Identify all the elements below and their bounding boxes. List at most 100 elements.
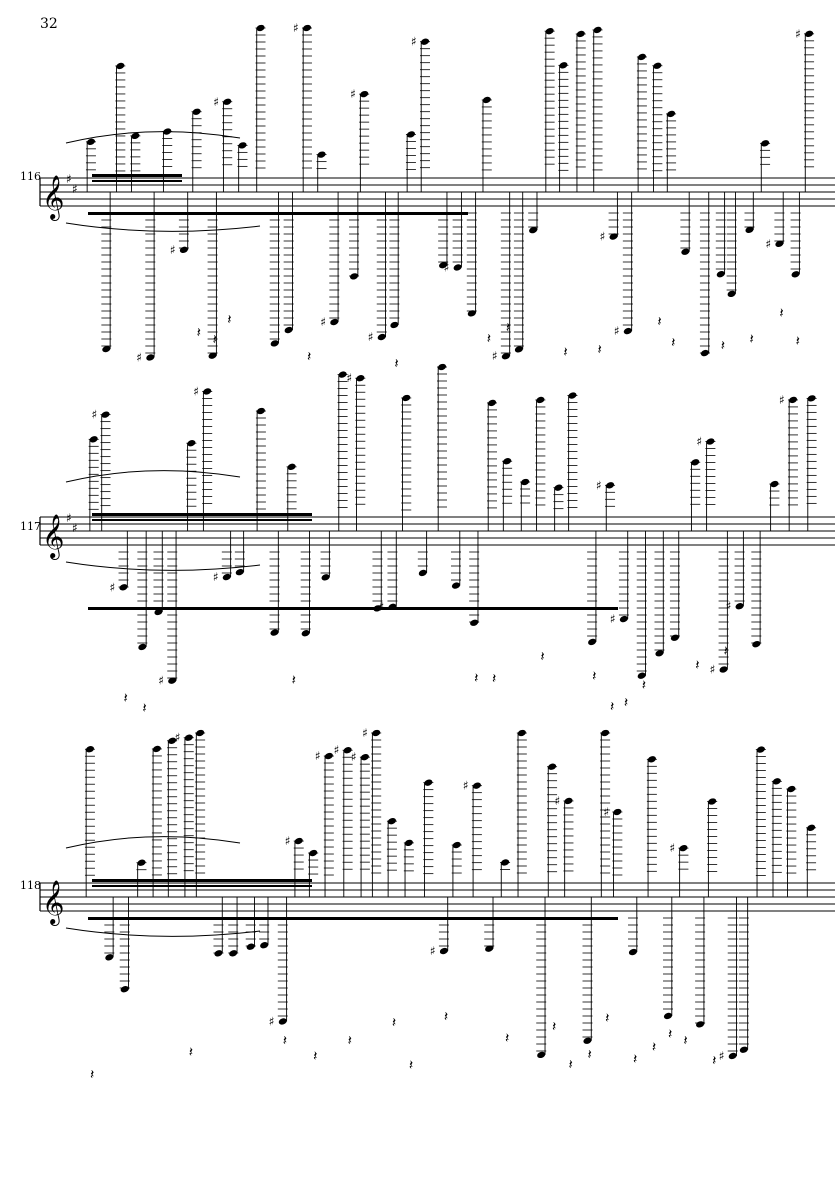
note-head (179, 246, 188, 254)
sharp-icon: ♯ (600, 230, 606, 244)
note-head (452, 841, 461, 849)
beam (92, 180, 182, 182)
note-head (131, 132, 140, 140)
note-head (146, 354, 155, 361)
note-head (154, 608, 163, 616)
note-head (105, 954, 114, 961)
note-head (437, 363, 447, 371)
measure-number-118: 118 (20, 879, 41, 892)
note-head (770, 480, 779, 488)
note-head (670, 634, 680, 641)
note-head (284, 326, 293, 334)
note-head (424, 779, 433, 786)
note-head (537, 1051, 546, 1059)
note-head (756, 746, 765, 753)
quarter-rest-icon: 𝄽 (392, 1015, 396, 1031)
note-head (735, 603, 744, 610)
quarter-rest-icon: 𝄽 (492, 671, 496, 687)
treble-clef-icon: 𝄞 (42, 880, 64, 926)
note-head (246, 943, 255, 950)
note-head (529, 226, 538, 234)
note-head (739, 1046, 748, 1053)
treble-clef-icon: 𝄞 (42, 514, 64, 560)
note-head (637, 672, 646, 679)
quarter-rest-icon: 𝄽 (292, 672, 296, 688)
sharp-icon: ♯ (346, 371, 352, 385)
quarter-rest-icon: 𝄽 (671, 335, 675, 351)
quarter-rest-icon: 𝄽 (552, 1019, 556, 1035)
quarter-rest-icon: 𝄽 (197, 325, 201, 341)
quarter-rest-icon: 𝄽 (505, 1030, 509, 1046)
note-head (619, 615, 628, 623)
sharp-icon: ♯ (350, 87, 356, 101)
note-head (514, 346, 523, 353)
quarter-rest-icon: 𝄽 (313, 1048, 317, 1064)
slur (65, 131, 241, 144)
note-head (301, 630, 310, 637)
note-head (700, 349, 710, 357)
quarter-rest-icon: 𝄽 (540, 649, 544, 665)
note-head (791, 271, 800, 278)
note-head (85, 746, 95, 753)
quarter-rest-icon: 𝄽 (779, 306, 783, 322)
note-head (470, 619, 479, 626)
notation-marks: 𝄞♯♯♯♯𝄽𝄽♯𝄽♯𝄽♯♯♯𝄽♯♯𝄽♯𝄽𝄽𝄽♯♯𝄽𝄽𝄽𝄽♯𝄽𝄽♯𝄞♯♯♯♯𝄽𝄽♯… (42, 21, 817, 1083)
quarter-rest-icon: 𝄽 (624, 695, 628, 711)
quarter-rest-icon: 𝄽 (605, 1010, 609, 1026)
quarter-rest-icon: 𝄽 (592, 669, 596, 685)
note-head (696, 1021, 705, 1028)
note-head (168, 677, 177, 684)
note-head (137, 859, 146, 866)
note-head (222, 573, 231, 581)
note-head (691, 459, 700, 466)
sharp-icon: ♯ (136, 350, 142, 364)
note-head (270, 340, 279, 347)
note-head (613, 808, 622, 816)
sharp-icon: ♯ (430, 944, 436, 958)
note-head (628, 948, 638, 956)
note-head (681, 248, 690, 255)
note-head (775, 240, 784, 247)
note-head (760, 140, 770, 147)
note-head (576, 30, 585, 38)
note-head (187, 440, 196, 447)
note-head (101, 411, 110, 418)
quarter-rest-icon: 𝄽 (633, 1052, 637, 1068)
note-head (536, 396, 545, 404)
note-head (788, 396, 798, 404)
slur (65, 222, 261, 232)
sharp-icon: ♯ (170, 243, 176, 257)
note-head (453, 264, 462, 271)
quarter-rest-icon: 𝄽 (307, 349, 311, 365)
beam (92, 885, 312, 887)
note-head (208, 352, 217, 359)
note-head (418, 569, 427, 577)
quarter-rest-icon: 𝄽 (712, 1053, 716, 1069)
sharp-icon: ♯ (444, 260, 450, 274)
note-head (343, 747, 352, 754)
measure-number-117: 117 (20, 520, 41, 533)
note-head (637, 53, 646, 61)
quarter-rest-icon: 𝄽 (610, 699, 614, 715)
note-head (501, 353, 510, 360)
note-head (214, 950, 223, 957)
sharp-icon: ♯ (269, 1014, 275, 1028)
sharp-icon: ♯ (92, 408, 98, 422)
quarter-rest-icon: 𝄽 (348, 1033, 352, 1049)
note-head (472, 782, 481, 789)
note-head (260, 942, 269, 949)
note-head (330, 318, 339, 326)
note-head (184, 734, 193, 741)
note-head (655, 650, 664, 657)
slur (65, 561, 261, 571)
quarter-rest-icon: 𝄽 (598, 342, 602, 358)
quarter-rest-icon: 𝄽 (668, 1027, 672, 1043)
note-head (168, 737, 177, 744)
quarter-rest-icon: 𝄽 (749, 331, 753, 347)
sharp-icon: ♯ (596, 478, 602, 492)
sharp-icon: ♯ (492, 349, 498, 363)
note-head (583, 1037, 592, 1044)
note-head (601, 729, 610, 737)
note-head (294, 837, 303, 845)
